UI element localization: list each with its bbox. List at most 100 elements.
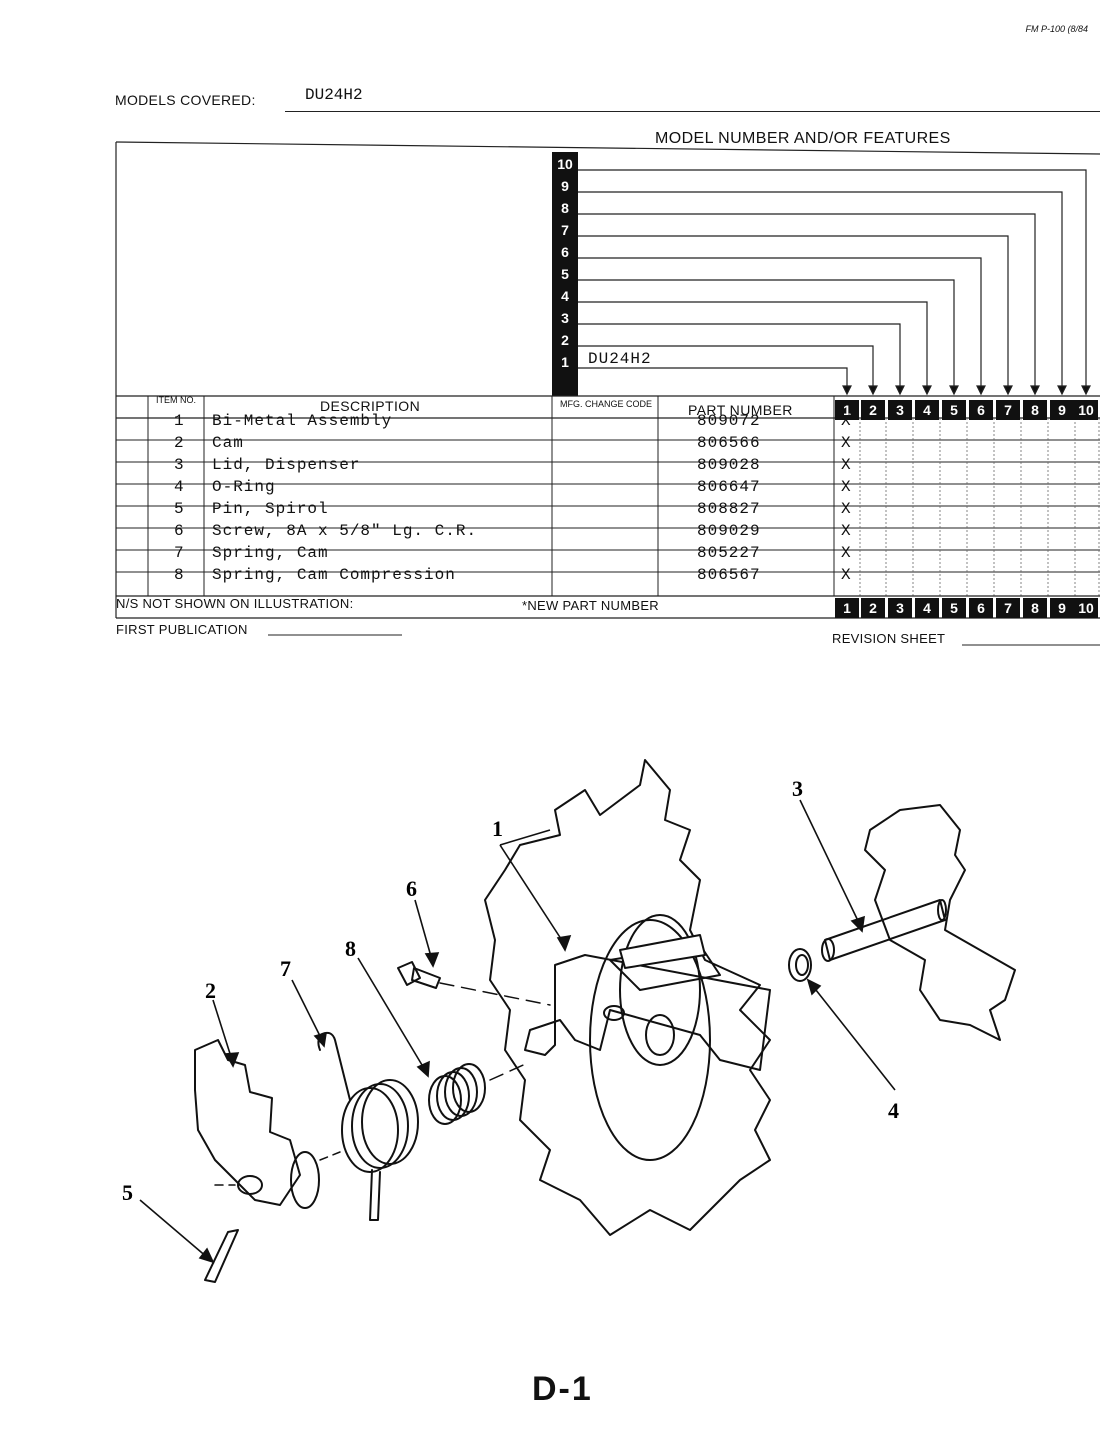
model-number-8: 8 xyxy=(561,200,569,216)
row-item-no: 3 xyxy=(174,456,185,474)
column-box-1: 1 xyxy=(835,400,859,420)
row-mark-col-1: X xyxy=(841,412,852,430)
row-description: Lid, Dispenser xyxy=(212,456,361,474)
model-1-value: DU24H2 xyxy=(588,350,652,368)
column-box-8: 8 xyxy=(1023,400,1047,420)
column-box-9: 9 xyxy=(1050,598,1074,618)
leader-line xyxy=(578,279,955,392)
row-part-number: 808827 xyxy=(697,500,761,518)
callout-6: 6 xyxy=(406,876,417,901)
mfg-change-code-header: MFG. CHANGE CODE xyxy=(559,399,652,409)
row-part-number: 806647 xyxy=(697,478,761,496)
parts-table-grid xyxy=(115,141,1100,646)
column-box-8: 8 xyxy=(1023,598,1047,618)
row-description: Spring, Cam xyxy=(212,544,329,562)
bi-metal-bracket xyxy=(524,954,771,1071)
revision-sheet-label: REVISION SHEET xyxy=(832,631,946,646)
row-item-no: 7 xyxy=(174,544,185,562)
leader-line xyxy=(578,345,874,392)
callout-1: 1 xyxy=(492,816,503,841)
model-number-1: 1 xyxy=(561,354,569,370)
leader-line xyxy=(578,367,848,392)
leader-line xyxy=(578,257,982,392)
housing-ring xyxy=(589,919,711,1161)
cam-spring xyxy=(317,1031,419,1221)
row-mark-col-1: X xyxy=(841,500,852,518)
row-description: Screw, 8A x 5/8" Lg. C.R. xyxy=(212,522,478,540)
row-part-number: 809029 xyxy=(697,522,761,540)
column-box-4: 4 xyxy=(915,598,939,618)
models-covered-value: DU24H2 xyxy=(305,86,363,104)
row-item-no: 6 xyxy=(174,522,185,540)
column-box-5: 5 xyxy=(942,598,966,618)
row-description: Bi-Metal Assembly xyxy=(212,412,393,430)
exploded-parts-diagram: 1 2 3 4 5 6 7 8 xyxy=(122,759,1016,1283)
models-covered-rule xyxy=(285,111,1100,112)
leader-line xyxy=(578,169,1087,392)
form-id: FM P-100 (8/84 xyxy=(1025,24,1088,34)
model-number-6: 6 xyxy=(561,244,569,260)
column-box-3: 3 xyxy=(888,598,912,618)
row-part-number: 806566 xyxy=(697,434,761,452)
column-box-1: 1 xyxy=(835,598,859,618)
model-number-2: 2 xyxy=(561,332,569,348)
part-number-header: PART NUMBER xyxy=(688,402,793,418)
model-number-10: 10 xyxy=(557,156,573,172)
column-box-10: 10 xyxy=(1074,400,1098,420)
spirol-pin xyxy=(204,1229,239,1283)
model-number-3: 3 xyxy=(561,310,569,326)
compression-spring xyxy=(428,1063,486,1125)
callout-4: 4 xyxy=(888,1098,899,1123)
column-box-6: 6 xyxy=(969,598,993,618)
leader-line xyxy=(578,301,928,392)
column-box-7: 7 xyxy=(996,400,1020,420)
row-item-no: 1 xyxy=(174,412,185,430)
leader-line xyxy=(578,323,901,392)
column-box-7: 7 xyxy=(996,598,1020,618)
lid-shaft xyxy=(824,899,946,961)
callout-3: 3 xyxy=(792,776,803,801)
new-part-note: *NEW PART NUMBER xyxy=(522,598,659,613)
leader-line xyxy=(578,213,1036,392)
row-part-number: 805227 xyxy=(697,544,761,562)
callout-7: 7 xyxy=(280,956,291,981)
models-covered-label: MODELS COVERED: xyxy=(115,92,256,108)
model-number-5: 5 xyxy=(561,266,569,282)
column-box-2: 2 xyxy=(861,400,885,420)
column-box-2: 2 xyxy=(861,598,885,618)
row-mark-col-1: X xyxy=(841,522,852,540)
cam xyxy=(194,1039,301,1206)
housing-plate xyxy=(484,759,771,1236)
row-mark-col-1: X xyxy=(841,434,852,452)
row-mark-col-1: X xyxy=(841,478,852,496)
column-box-4: 4 xyxy=(915,400,939,420)
column-box-10: 10 xyxy=(1074,598,1098,618)
row-mark-col-1: X xyxy=(841,566,852,584)
row-part-number: 809028 xyxy=(697,456,761,474)
column-box-9: 9 xyxy=(1050,400,1074,420)
model-number-7: 7 xyxy=(561,222,569,238)
column-box-5: 5 xyxy=(942,400,966,420)
model-number-9: 9 xyxy=(561,178,569,194)
column-box-6: 6 xyxy=(969,400,993,420)
ns-note: N/S NOT SHOWN ON ILLUSTRATION: xyxy=(116,596,354,611)
row-part-number: 806567 xyxy=(697,566,761,584)
callout-5: 5 xyxy=(122,1180,133,1205)
o-ring xyxy=(788,948,812,982)
row-mark-col-1: X xyxy=(841,544,852,562)
row-item-no: 4 xyxy=(174,478,185,496)
description-header: DESCRIPTION xyxy=(320,398,421,414)
column-box-3: 3 xyxy=(888,400,912,420)
item-no-header: ITEM NO. xyxy=(156,395,196,405)
model-number-4: 4 xyxy=(561,288,569,304)
row-item-no: 2 xyxy=(174,434,185,452)
row-description: Pin, Spirol xyxy=(212,500,329,518)
model-features-title: MODEL NUMBER AND/OR FEATURES xyxy=(655,130,951,147)
screw xyxy=(397,961,441,989)
row-item-no: 8 xyxy=(174,566,185,584)
row-item-no: 5 xyxy=(174,500,185,518)
row-mark-col-1: X xyxy=(841,456,852,474)
leader-line xyxy=(578,235,1009,392)
page-label: D-1 xyxy=(532,1370,593,1408)
leader-line xyxy=(578,191,1063,392)
